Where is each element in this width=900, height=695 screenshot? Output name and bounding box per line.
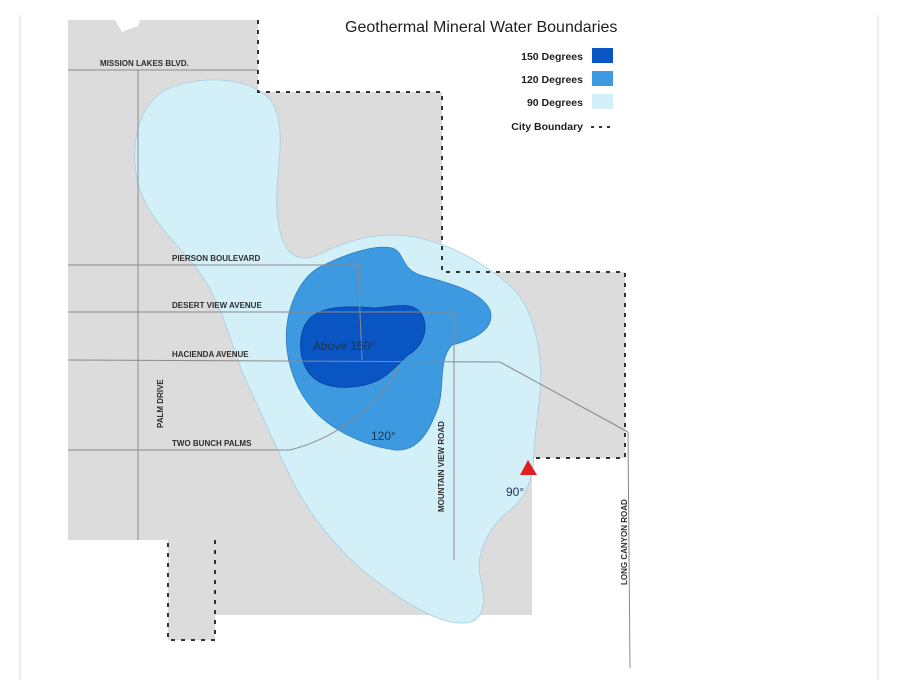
- label-two-bunch: TWO BUNCH PALMS: [172, 439, 252, 448]
- road-hacienda-diagonal: [499, 361, 629, 433]
- zone-150-degrees: [300, 305, 426, 388]
- label-90: 90°: [506, 485, 524, 499]
- label-above-150: Above 150°: [313, 339, 375, 353]
- label-mountain-view: MOUNTAIN VIEW ROAD: [437, 421, 446, 512]
- road-hacienda: [67, 359, 501, 363]
- label-desert-view: DESERT VIEW AVENUE: [172, 301, 262, 310]
- label-hacienda: HACIENDA AVENUE: [172, 350, 249, 359]
- road-network: [67, 69, 631, 669]
- label-palm-drive: PALM DRIVE: [156, 379, 165, 428]
- legend-label-city-boundary: City Boundary: [511, 121, 583, 133]
- legend-label-150: 150 Degrees: [521, 51, 583, 63]
- label-pierson: PIERSON BOULEVARD: [172, 254, 261, 263]
- label-mission-lakes: MISSION LAKES BLVD.: [100, 59, 189, 68]
- label-120: 120°: [371, 429, 396, 443]
- location-marker-triangle: [520, 460, 537, 475]
- swatch-150-degrees-icon: [592, 48, 613, 63]
- label-long-canyon: LONG CANYON ROAD: [620, 499, 629, 585]
- road-long-canyon: [627, 431, 631, 669]
- swatch-120-degrees-icon: [592, 71, 613, 86]
- legend-label-90: 90 Degrees: [527, 97, 583, 109]
- swatch-90-degrees-icon: [592, 94, 613, 109]
- legend-label-120: 120 Degrees: [521, 74, 583, 86]
- map-title: Geothermal Mineral Water Boundaries: [345, 19, 617, 36]
- city-boundary: [167, 20, 626, 641]
- road-two-bunch-curve: [289, 364, 401, 451]
- map-legend: Geothermal Mineral Water Boundaries 150 …: [345, 19, 617, 133]
